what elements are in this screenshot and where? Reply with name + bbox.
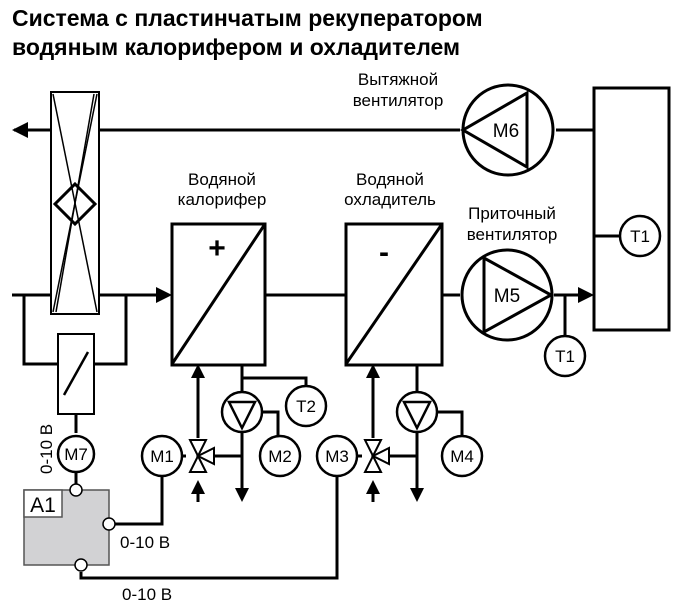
supply-fan-label-2: вентилятор [467,225,558,244]
actuator-m1[interactable]: M1 [140,434,184,478]
plate-recuperator [50,91,100,315]
a1-m1-wire [115,476,164,526]
heater-label-2: калорифер [178,190,267,209]
exhaust-fan[interactable]: M6 [460,83,555,177]
m7-signal-label: 0-10 В [37,424,56,474]
bypass-right [94,295,128,366]
title-line-2: водяным калорифером и охладителем [12,34,461,60]
m6-label: M6 [493,121,519,142]
heater-drain-arrow-icon [235,488,249,502]
cooler-three-way-valve[interactable] [363,439,390,473]
t2-label: T2 [296,397,316,416]
bypass-damper[interactable] [57,333,95,415]
m2-connection [262,410,280,436]
exhaust-fan-label-1: Вытяжной [358,70,438,89]
room-t1-label: T1 [630,227,650,246]
sensor-t2[interactable]: T2 [284,384,328,428]
heater-label-1: Водяной [188,170,256,189]
cooler-flow-up-icon [366,364,380,378]
actuator-m7[interactable]: M7 [56,434,96,474]
cooler-label-2: охладитель [344,190,436,209]
cooler-label-1: Водяной [356,170,424,189]
title-line-1: Система с пластинчатым рекуператором [12,5,483,31]
diagram-title: Система с пластинчатым рекуператором вод… [12,4,483,62]
heater-inlet-arrow-icon [191,480,205,494]
t2-connection [242,376,308,386]
pump-motor-m4[interactable]: M4 [440,434,484,478]
a1-port-m1 [102,517,116,531]
a1-port-m3 [74,558,88,572]
served-room [592,86,671,332]
supply-arrow-icon [156,287,172,303]
cooler-pump[interactable] [395,390,439,434]
controller-a1[interactable]: A1 [23,489,110,566]
heater-plus-sign: + [208,232,226,265]
m1-signal-label: 0-10 В [120,533,170,552]
duct-t1-label: T1 [555,347,575,366]
a1-m3-wire [79,476,339,580]
exhaust-arrow-icon [12,122,28,138]
m3-signal-label: 0-10 В [122,585,172,604]
m5-label: M5 [494,286,520,307]
recuperator-diamond-icon [52,181,98,227]
bypass-left [22,295,58,366]
supply-fan-label-1: Приточный [468,204,556,223]
cooler-inlet-arrow-icon [366,480,380,494]
heater-flow-up-icon [191,364,205,378]
supply-fan[interactable]: M5 [460,248,555,342]
actuator-m3[interactable]: M3 [315,434,359,478]
supply-room-arrow-icon [578,287,594,303]
heater-pump[interactable] [220,390,264,434]
water-cooler: - [344,222,444,367]
a1-port-m7 [69,483,83,497]
water-heater: + [170,222,267,367]
heater-three-way-valve[interactable] [188,439,215,473]
m4-connection [438,410,464,436]
duct-sensor-t1[interactable]: T1 [543,334,587,378]
cooler-drain-arrow-icon [410,488,424,502]
m2-label: M2 [268,447,292,466]
room-sensor-t1[interactable]: T1 [618,214,662,258]
cooler-minus-sign: - [379,236,389,269]
exhaust-fan-label-2: вентилятор [353,91,444,110]
a1-label: A1 [30,494,56,517]
m4-label: M4 [450,447,474,466]
m3-label: M3 [325,447,349,466]
m1-label: M1 [150,447,174,466]
pump-motor-m2[interactable]: M2 [258,434,302,478]
m7-label: M7 [64,445,88,464]
